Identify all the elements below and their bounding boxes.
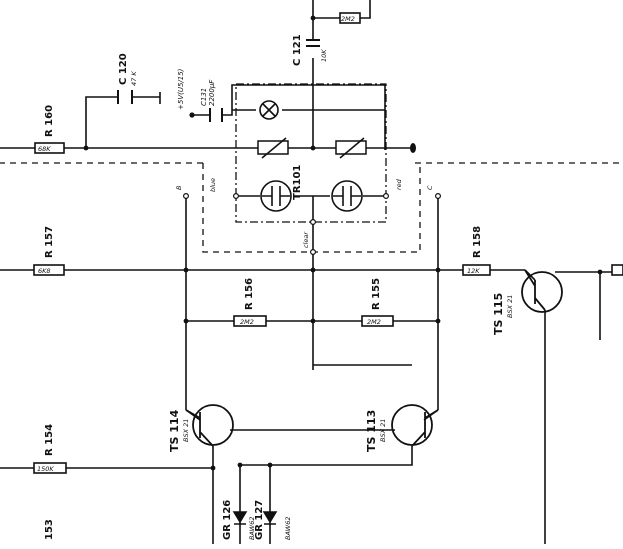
r160-body	[34, 142, 65, 154]
c120-value: 47 K	[130, 71, 138, 86]
ts114-icon	[192, 404, 234, 446]
supply-label: +5V(U5/15)	[177, 68, 185, 110]
r160-ref: R 160	[44, 105, 55, 137]
c131-value: 2200µF	[208, 79, 216, 106]
r153-ref: 153	[44, 519, 55, 540]
c120-ref: C 120	[118, 53, 129, 85]
gr126-type: BAW62	[248, 517, 256, 541]
photocell-icons	[260, 180, 363, 212]
r156-value: 2M2	[240, 318, 254, 326]
gr126-ref: GR 126	[222, 500, 233, 540]
r154-value: 150K	[37, 465, 54, 473]
ts113-type: BSX 21	[379, 419, 387, 442]
resistors	[33, 12, 623, 474]
center-rail	[312, 222, 412, 370]
r156-body	[233, 315, 267, 327]
r154-ref: R 154	[44, 424, 55, 456]
r155-ref: R 155	[371, 278, 382, 310]
gr127-type: BAW62	[284, 517, 292, 541]
r158-value: 12K	[467, 267, 480, 275]
r159-value: 2M2	[341, 15, 355, 23]
c121-plates	[306, 39, 320, 47]
wire-blue: blue	[209, 178, 217, 192]
r157-ref: R 157	[44, 226, 55, 258]
capacitors	[117, 39, 320, 122]
wire-red: red	[395, 178, 403, 190]
transistors	[185, 269, 563, 447]
c120-plates	[117, 90, 133, 104]
ldr-icons	[257, 137, 367, 159]
r158-ref: R 158	[472, 226, 483, 258]
r154-body	[33, 462, 67, 474]
gr127-ref: GR 127	[254, 500, 265, 540]
c131-ref: C131	[200, 88, 208, 106]
junction-dots	[83, 15, 603, 471]
node-b: B	[175, 185, 183, 190]
wire-clear: clear	[302, 231, 310, 248]
c120-line	[85, 96, 160, 148]
r-right-body	[611, 264, 623, 276]
ts114-ref: TS 114	[168, 409, 181, 452]
ts113-icon	[391, 404, 433, 446]
ts115-ref: TS 115	[492, 293, 505, 335]
ts115-icon	[521, 271, 563, 313]
r157-value: 6K8	[38, 267, 51, 275]
c121-value: 10K	[320, 49, 328, 62]
ts115-type: BSX 21	[506, 295, 514, 318]
lamp-icon	[259, 100, 279, 120]
diode-icons	[232, 511, 278, 525]
c121-ref: C 121	[292, 34, 303, 66]
dashed-inner	[202, 163, 421, 253]
terminals	[183, 193, 442, 256]
r156-ref: R 156	[244, 278, 255, 310]
r159-body	[339, 12, 361, 24]
ground-dots	[189, 112, 416, 153]
node-c: C	[426, 185, 434, 190]
r159-wire	[313, 0, 371, 19]
r158-body	[462, 264, 491, 276]
c131-plates	[209, 108, 223, 122]
r157-body	[33, 264, 65, 276]
ts114-type: BSX 21	[182, 419, 190, 442]
tr101-ref: TR101	[292, 165, 303, 200]
r155-value: 2M2	[367, 318, 381, 326]
r160-value: 68K	[38, 145, 51, 153]
diode-wires	[239, 465, 271, 544]
r155-body	[361, 315, 394, 327]
ts113-ref: TS 113	[365, 410, 378, 452]
supply-line	[192, 84, 386, 150]
ts113-leads	[240, 409, 439, 466]
